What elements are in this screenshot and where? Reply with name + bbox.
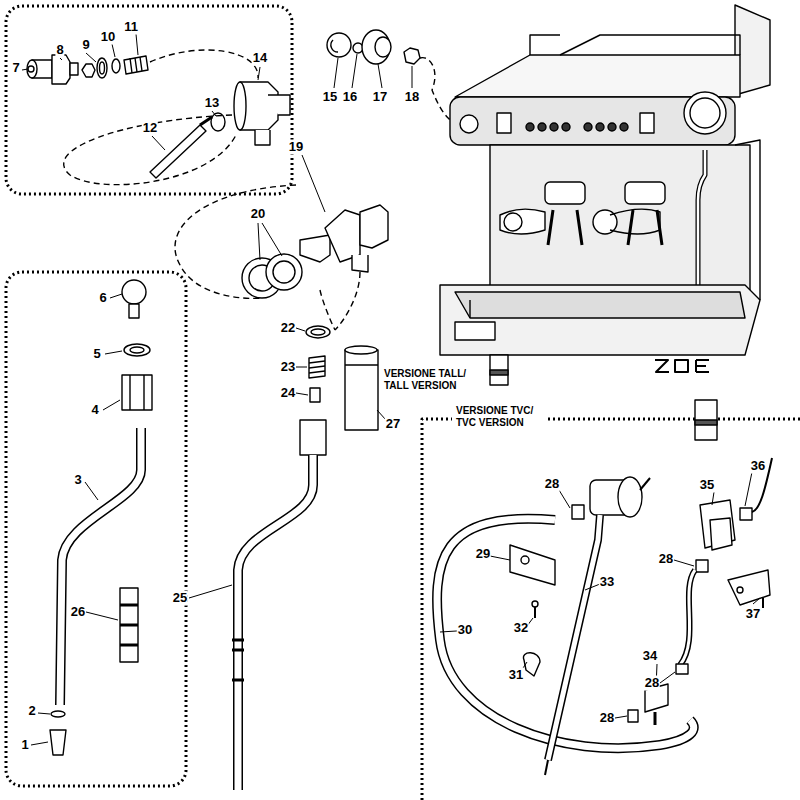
callout-number: 28 xyxy=(658,552,674,567)
callout-number: 2 xyxy=(27,704,36,719)
callout-number: 4 xyxy=(90,403,99,418)
callout-number: 12 xyxy=(142,121,158,136)
callout-number: 13 xyxy=(204,96,220,111)
callout-number: 36 xyxy=(750,459,766,474)
callout-number: 14 xyxy=(252,51,268,66)
version-note: VERSIONE TALL/ TALL VERSION xyxy=(384,368,484,391)
callout-number: 17 xyxy=(372,90,388,105)
callout-number: 28 xyxy=(599,711,615,726)
callout-number: 33 xyxy=(599,575,615,590)
callout-number: 9 xyxy=(81,38,90,53)
group-outline xyxy=(6,272,186,786)
group-outline xyxy=(422,419,800,800)
leader-lines xyxy=(22,34,760,745)
callout-number: 35 xyxy=(699,478,715,493)
callout-number: 29 xyxy=(475,547,491,562)
callout-number: 30 xyxy=(457,623,473,638)
callout-number: 31 xyxy=(508,668,524,683)
callout-number: 27 xyxy=(385,417,401,432)
callout-number: 18 xyxy=(404,90,420,105)
espresso-machine xyxy=(440,5,770,440)
callout-number: 6 xyxy=(98,291,107,306)
callout-number: 7 xyxy=(11,61,20,76)
valve-assembly xyxy=(175,185,388,330)
tvc-parts xyxy=(437,458,772,775)
steam-wand-parts xyxy=(50,280,152,755)
callout-number: 22 xyxy=(280,321,296,336)
callout-number: 37 xyxy=(745,607,761,622)
callout-number: 25 xyxy=(172,591,188,606)
version-note: VERSIONE TVC/ TVC VERSION xyxy=(456,405,548,428)
callout-number: 28 xyxy=(644,676,660,691)
group-outline xyxy=(6,6,292,194)
callout-number: 26 xyxy=(70,605,86,620)
callout-number: 10 xyxy=(100,30,116,45)
callout-number: 1 xyxy=(20,738,29,753)
callout-number: 23 xyxy=(280,360,296,375)
callout-number: 3 xyxy=(73,473,82,488)
callout-number: 28 xyxy=(544,477,560,492)
callout-number: 34 xyxy=(642,649,658,664)
callout-number: 11 xyxy=(123,20,139,35)
callout-number: 20 xyxy=(250,207,266,222)
knob-parts xyxy=(327,30,450,120)
callout-number: 32 xyxy=(513,621,529,636)
callout-number: 24 xyxy=(280,386,296,401)
callout-number: 15 xyxy=(322,90,338,105)
steam-wand-parts xyxy=(232,326,378,790)
callout-number: 19 xyxy=(288,140,304,155)
callout-number: 5 xyxy=(92,347,101,362)
steam-valve-parts xyxy=(27,50,290,185)
callout-number: 16 xyxy=(342,90,358,105)
callout-number: 8 xyxy=(55,43,64,58)
